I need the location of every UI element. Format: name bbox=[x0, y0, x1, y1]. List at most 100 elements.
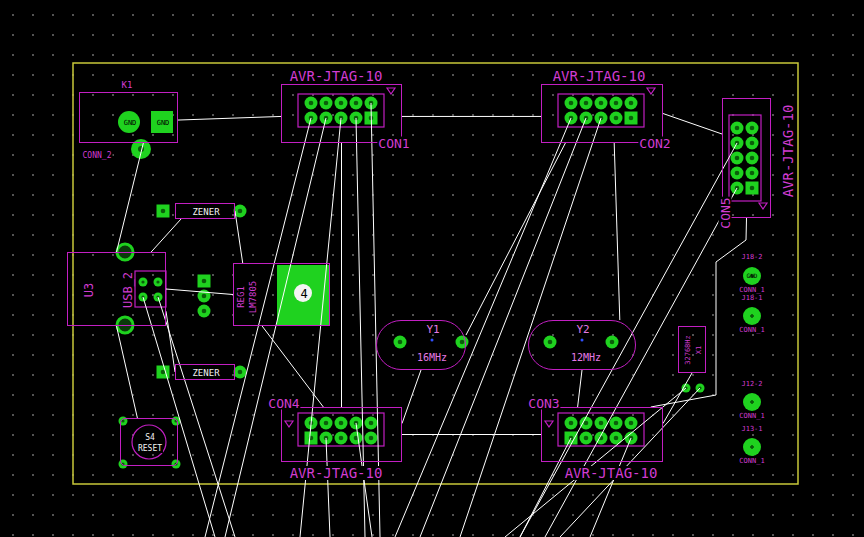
pad bbox=[580, 417, 593, 430]
switch-footprint: S4RESET bbox=[120, 418, 178, 466]
footprint-label: J18-1 bbox=[740, 295, 763, 302]
footprint-label: J13-1 bbox=[740, 426, 763, 433]
pad bbox=[565, 417, 578, 430]
anchor-dot bbox=[581, 339, 584, 342]
crystal-footprint: Y212MHz bbox=[528, 320, 636, 370]
pad bbox=[580, 97, 593, 110]
footprint-label: ZENER bbox=[191, 208, 220, 217]
pad bbox=[365, 432, 378, 445]
footprint-label: REG1 bbox=[237, 285, 246, 309]
header-outline bbox=[558, 413, 644, 446]
pad bbox=[320, 417, 333, 430]
ratsnest-line bbox=[663, 114, 722, 135]
footprint-label: CONN_1 bbox=[738, 287, 765, 294]
pad bbox=[746, 152, 759, 165]
ratsnest-line bbox=[178, 116, 281, 120]
jtag-header: CON4AVR-JTAG-10 bbox=[281, 407, 402, 462]
pad bbox=[456, 336, 469, 349]
footprint-label: GND bbox=[156, 120, 171, 127]
footprint-label: CONN_1 bbox=[738, 413, 765, 420]
jtag-header: CON3AVR-JTAG-10 bbox=[541, 407, 663, 462]
silkscreen bbox=[132, 88, 767, 459]
usb-footprint: U3USB_2 bbox=[67, 252, 166, 326]
ratsnest-line bbox=[117, 326, 138, 418]
ratsnest-line bbox=[663, 373, 692, 424]
footprint-label: AVR-JTAG-10 bbox=[564, 466, 659, 480]
ratsnest-line bbox=[341, 143, 342, 407]
regulator-footprint: REG1LM78054 bbox=[233, 263, 330, 326]
pad bbox=[350, 432, 363, 445]
pin1-marker bbox=[387, 88, 395, 94]
footprint-label: CON4 bbox=[267, 397, 300, 410]
jtag-header: AVR-JTAG-10CON5 bbox=[722, 98, 771, 218]
pad bbox=[154, 278, 163, 287]
pad bbox=[544, 336, 557, 349]
ratsnest-line bbox=[614, 143, 620, 320]
pad bbox=[157, 205, 170, 218]
pad bbox=[610, 97, 623, 110]
pin1-marker bbox=[647, 88, 655, 94]
pad bbox=[172, 460, 181, 469]
pin1-marker bbox=[545, 421, 553, 427]
footprint-label: S4 bbox=[144, 434, 156, 442]
test-pad: J13-1CONN_1 bbox=[743, 438, 761, 456]
ratsnest-line bbox=[166, 289, 233, 295]
connector-footprint: K1GNDGNDCONN_2 bbox=[79, 92, 178, 143]
test-pad: J18-1CONN_1 bbox=[743, 307, 761, 325]
pad bbox=[606, 336, 619, 349]
footprint-label: J12-2 bbox=[740, 381, 763, 388]
footprint-label: X1 bbox=[696, 345, 703, 355]
pad bbox=[746, 122, 759, 135]
header-outline bbox=[558, 94, 644, 127]
anchor-dot bbox=[431, 339, 434, 342]
pin1-marker bbox=[285, 421, 293, 427]
pad bbox=[365, 417, 378, 430]
zener-footprint: ZENER bbox=[175, 364, 235, 380]
pad bbox=[565, 97, 578, 110]
footprint-label: USB_2 bbox=[122, 271, 134, 309]
test-pad: J18-2GNDCONN_1 bbox=[743, 267, 761, 285]
footprint-label: GND bbox=[746, 273, 759, 279]
zener-footprint: ZENER bbox=[175, 203, 235, 219]
pad bbox=[610, 432, 623, 445]
ratsnest-lines bbox=[143, 103, 737, 537]
board-outline bbox=[73, 63, 798, 484]
pad bbox=[580, 432, 593, 445]
pad bbox=[625, 112, 638, 125]
pad bbox=[731, 122, 744, 135]
footprint-label: CON2 bbox=[638, 137, 671, 150]
footprint-label: 16MHz bbox=[416, 353, 448, 363]
crystal-footprint: Y1 16MHz bbox=[376, 320, 466, 370]
ratsnest-line bbox=[651, 218, 747, 407]
pad bbox=[198, 305, 211, 318]
ratsnest-line bbox=[578, 370, 582, 407]
pad bbox=[335, 417, 348, 430]
footprint-label: K1 bbox=[121, 81, 134, 90]
footprint-label: 12MHz bbox=[570, 353, 602, 363]
footprint-label: CONN_1 bbox=[738, 458, 765, 465]
pad bbox=[151, 111, 173, 133]
footprint-label: Y1 bbox=[425, 324, 440, 335]
footprint-label: AVR-JTAG-10 bbox=[289, 69, 384, 83]
footprint-label: CON3 bbox=[527, 397, 560, 410]
header-outline bbox=[729, 115, 761, 201]
pad bbox=[335, 432, 348, 445]
pad bbox=[731, 152, 744, 165]
pad bbox=[394, 336, 407, 349]
footprint-label: ZENER bbox=[191, 369, 220, 378]
footprint-label: CON1 bbox=[377, 137, 410, 150]
footprint-label: GND bbox=[123, 120, 138, 127]
footprint-label: CONN_1 bbox=[738, 327, 765, 334]
ratsnest-line bbox=[402, 370, 421, 424]
footprint-label: J18-2 bbox=[740, 254, 763, 261]
test-pad: J12-2CONN_1 bbox=[743, 393, 761, 411]
footprint-label: CONN_2 bbox=[82, 152, 113, 160]
pad bbox=[610, 112, 623, 125]
pad bbox=[350, 97, 363, 110]
usb-pad-outline bbox=[135, 271, 166, 307]
pad bbox=[139, 278, 148, 287]
ratsnest-line bbox=[402, 116, 541, 117]
pad bbox=[731, 167, 744, 180]
footprint-label: AVR-JTAG-10 bbox=[289, 466, 384, 480]
